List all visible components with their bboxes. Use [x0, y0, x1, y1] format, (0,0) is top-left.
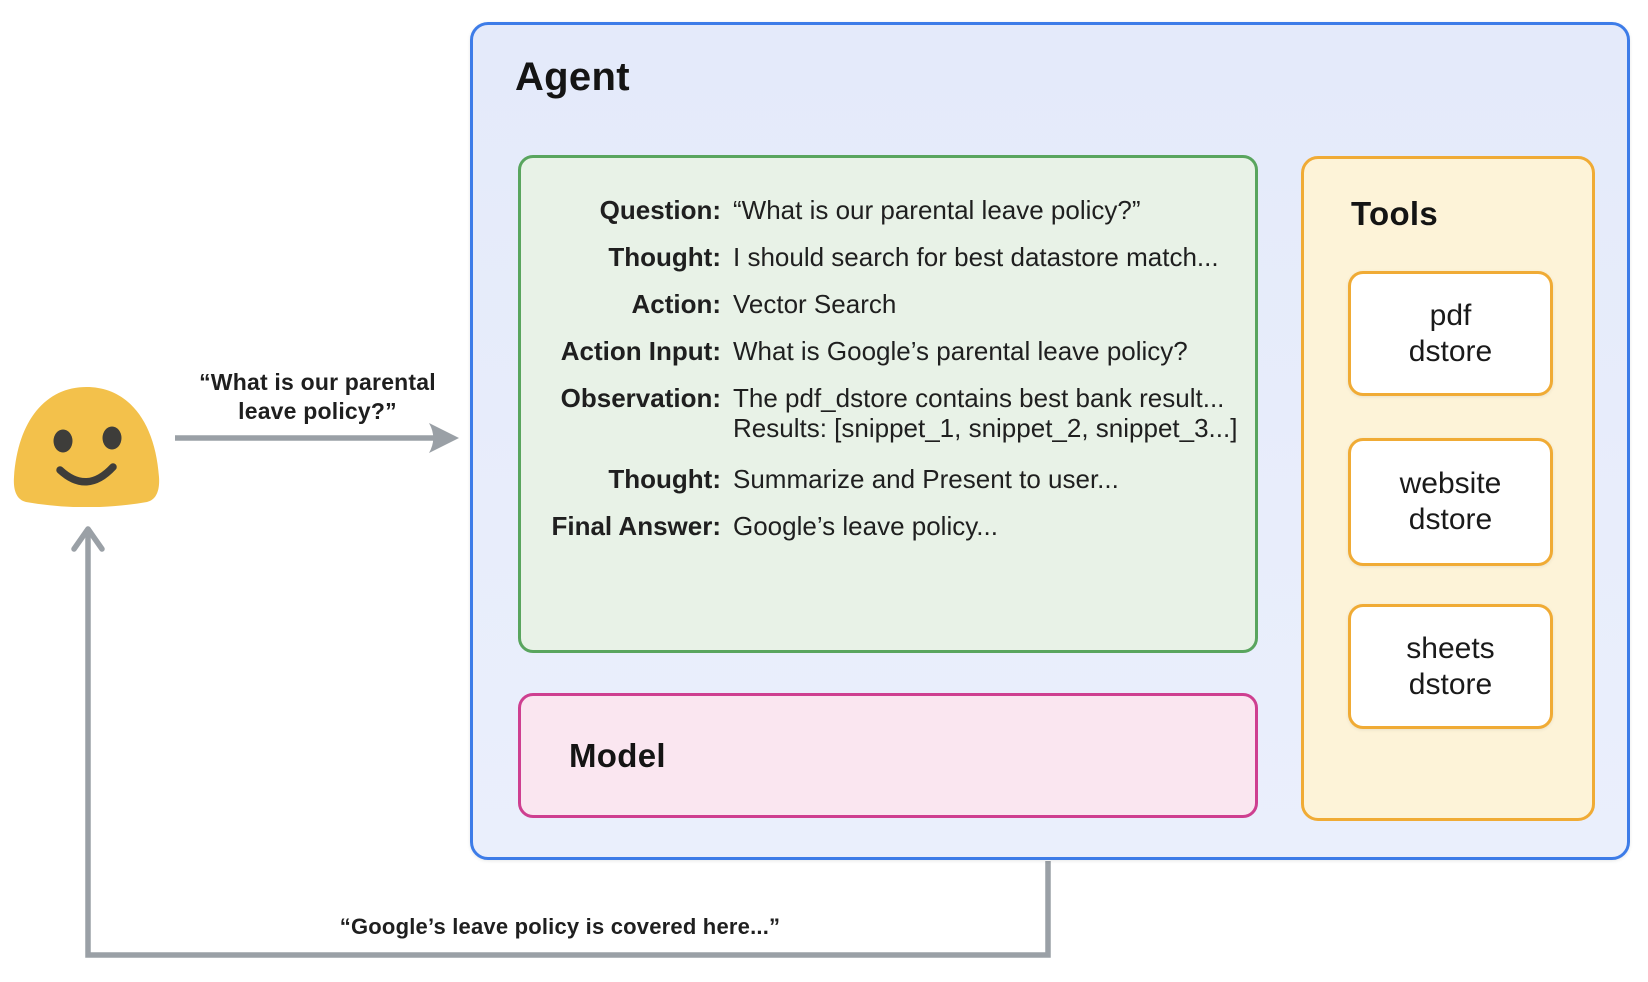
react-trace-box: Question: “What is our parental leave po…	[518, 155, 1258, 653]
observation-line2: Results: [snippet_1, snippet_2, snippet_…	[733, 413, 1238, 443]
trace-row-action: Action: Vector Search	[521, 289, 1255, 319]
trace-row-value: Vector Search	[733, 289, 897, 319]
trace-row-label: Question:	[599, 195, 721, 225]
agent-box: Agent Question: “What is our parental le…	[470, 22, 1630, 860]
tool-item-sheets-dstore: sheets dstore	[1348, 604, 1553, 729]
trace-row-thought: Thought: I should search for best datast…	[521, 242, 1255, 272]
trace-row-value: What is Google’s parental leave policy?	[733, 336, 1188, 366]
trace-row-observation: Observation: The pdf_dstore contains bes…	[521, 383, 1255, 443]
trace-row-value: Google’s leave policy...	[733, 511, 998, 541]
tool-item-line1: website	[1399, 467, 1502, 500]
response-arrow-head-icon	[71, 526, 105, 552]
smiling-face-emoji-icon	[13, 387, 160, 507]
tool-item-pdf-dstore: pdf dstore	[1348, 271, 1553, 396]
agent-response-label: “Google’s leave policy is covered here..…	[339, 914, 781, 939]
trace-row-question: Question: “What is our parental leave po…	[521, 195, 1255, 225]
trace-row-value: Summarize and Present to user...	[733, 464, 1119, 494]
trace-row-label: Final Answer:	[551, 511, 721, 541]
emoji-left-eye	[53, 429, 73, 453]
request-arrow-head-icon	[429, 423, 459, 453]
trace-row-action-input: Action Input: What is Google’s parental …	[521, 336, 1255, 366]
tools-box: Tools pdf dstore website dstore sheets d…	[1301, 156, 1595, 821]
trace-row-label: Action:	[631, 289, 721, 319]
trace-row-value: The pdf_dstore contains best bank result…	[733, 383, 1237, 443]
trace-row-label: Thought:	[608, 464, 721, 494]
emoji-smile	[56, 463, 117, 486]
tool-item-line1: sheets	[1406, 631, 1495, 665]
user-query-label: “What is our parental leave policy?”	[180, 368, 455, 426]
tool-item-line2: dstore	[1408, 334, 1493, 368]
tool-item-line2: dstore	[1408, 503, 1493, 536]
trace-row-value: “What is our parental leave policy?”	[733, 195, 1141, 225]
response-arrow-line	[85, 532, 1051, 958]
agent-title: Agent	[515, 55, 630, 99]
trace-row-final-answer: Final Answer: Google’s leave policy...	[521, 511, 1255, 541]
user-query-line2: leave policy?”	[238, 398, 397, 424]
emoji-right-eye	[102, 426, 122, 450]
trace-row-label: Thought:	[608, 242, 721, 272]
model-box: Model	[518, 693, 1258, 818]
user-query-line1: “What is our parental	[199, 369, 436, 395]
model-title: Model	[569, 736, 666, 774]
tools-title: Tools	[1351, 195, 1439, 232]
trace-row-label: Observation:	[560, 383, 721, 413]
tool-item-website-dstore: website dstore	[1348, 438, 1553, 566]
trace-row-thought-2: Thought: Summarize and Present to user..…	[521, 464, 1255, 494]
tool-item-line1: pdf	[1429, 298, 1472, 332]
observation-line1: The pdf_dstore contains best bank result…	[733, 383, 1225, 413]
tool-item-line2: dstore	[1408, 667, 1493, 701]
trace-row-value: I should search for best datastore match…	[733, 242, 1219, 272]
trace-row-label: Action Input:	[560, 336, 721, 366]
